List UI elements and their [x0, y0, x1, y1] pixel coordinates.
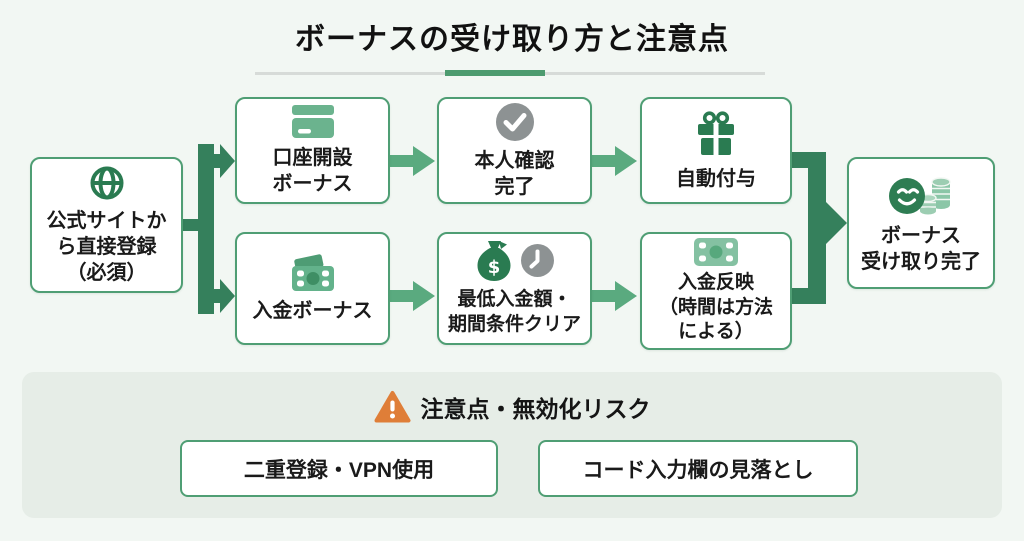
caution-item-double-registration: 二重登録・VPN使用 — [180, 440, 498, 497]
arrow-right-icon — [389, 281, 435, 311]
title-underline-accent — [445, 70, 545, 76]
caution-panel: 注意点・無効化リスク 二重登録・VPN使用 コード入力欄の見落とし — [22, 372, 1002, 518]
step-label: ボーナス 受け取り完了 — [861, 225, 981, 273]
step-box-deposit-reflected: 入金反映 （時間は方法 による） — [640, 232, 792, 350]
globe-icon — [90, 166, 123, 200]
step-label: 公式サイトか ら直接登録 （必須） — [46, 210, 167, 284]
credit-card-icon — [291, 105, 334, 138]
smiley-coins-icon — [889, 177, 951, 215]
step-label: 本人確認 完了 — [474, 149, 555, 198]
step-box-min-deposit: $ 最低入金額・ 期間条件クリア — [437, 232, 592, 345]
step-box-account-bonus: 口座開設 ボーナス — [235, 97, 390, 204]
banknote-icon — [291, 253, 334, 291]
step-box-auto-grant: 自動付与 — [640, 97, 792, 204]
arrow-right-icon — [591, 146, 637, 176]
caution-heading: 注意点・無効化リスク — [22, 390, 1002, 424]
clock-icon — [521, 244, 554, 278]
caution-heading-text: 注意点・無効化リスク — [420, 396, 651, 422]
step-box-identity-verified: 本人確認 完了 — [437, 97, 592, 204]
branch-connector — [181, 144, 235, 314]
step-label: 入金ボーナス — [252, 299, 373, 322]
gift-icon — [698, 110, 734, 155]
merge-connector — [783, 152, 847, 304]
step-box-bonus-received: ボーナス 受け取り完了 — [847, 157, 995, 289]
check-circle-icon — [495, 102, 534, 141]
step-label: 自動付与 — [676, 167, 756, 190]
arrow-right-icon — [591, 281, 637, 311]
caution-item-code-field: コード入力欄の見落とし — [538, 440, 858, 497]
caution-item-label: コード入力欄の見落とし — [582, 458, 814, 482]
money-bag-icon: $ — [477, 240, 511, 281]
step-box-deposit-bonus: 入金ボーナス — [235, 232, 390, 345]
step-label: 口座開設 ボーナス — [272, 147, 353, 195]
cash-icon — [694, 237, 738, 266]
icon-row: $ — [474, 240, 555, 282]
warning-icon — [374, 391, 410, 423]
step-box-official-site: 公式サイトか ら直接登録 （必須） — [30, 157, 183, 293]
step-label: 最低入金額・ 期間条件クリア — [447, 288, 581, 335]
svg-text:$: $ — [488, 257, 501, 278]
page-title: ボーナスの受け取り方と注意点 — [295, 23, 729, 56]
arrow-right-icon — [389, 146, 435, 176]
caution-item-label: 二重登録・VPN使用 — [243, 458, 435, 482]
step-label: 入金反映 （時間は方法 による） — [658, 271, 773, 343]
